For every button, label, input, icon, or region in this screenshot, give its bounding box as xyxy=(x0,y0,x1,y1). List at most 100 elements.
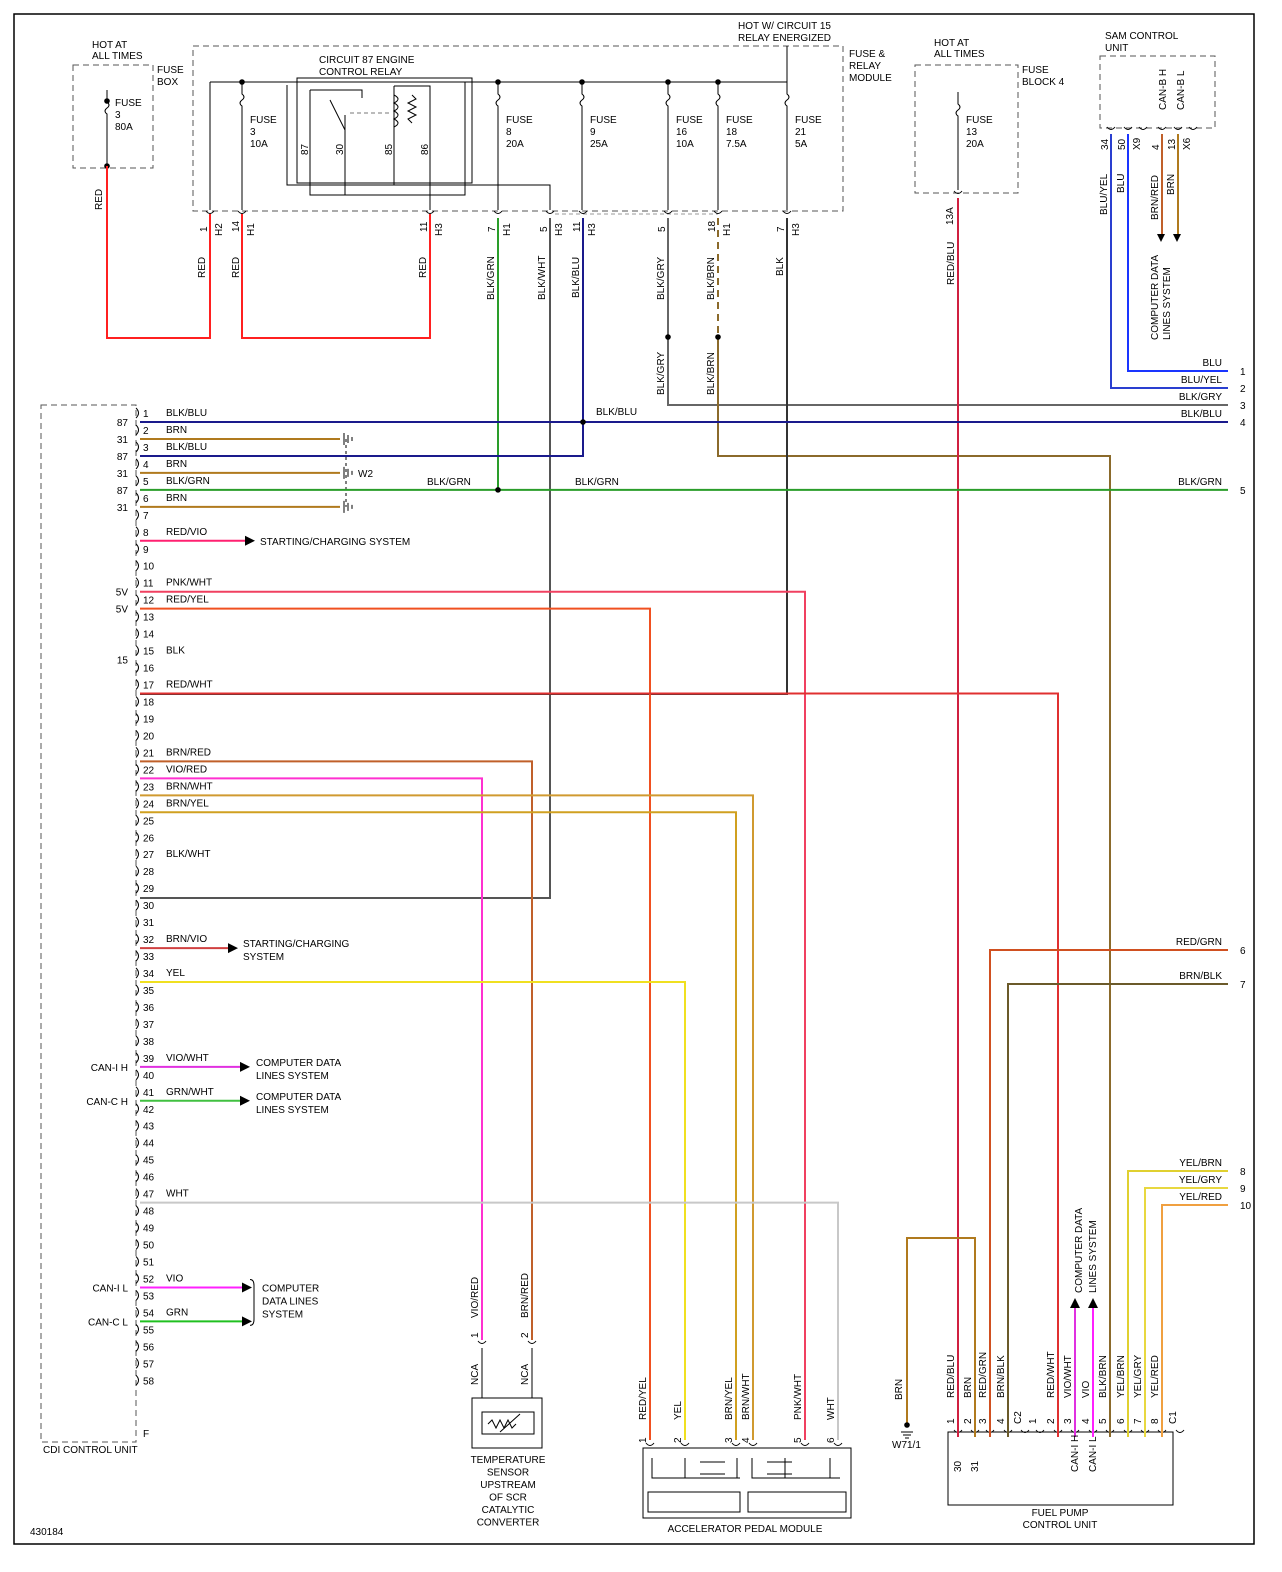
cdi-wire-label-3: BLK/BLU xyxy=(166,442,207,453)
wire-blu-yel xyxy=(1110,134,1228,389)
bus-dot xyxy=(665,79,671,85)
cdi-pin-mark-15 xyxy=(135,645,139,656)
temp-sensor-arrow xyxy=(499,1413,521,1433)
ground-symbol-2 xyxy=(343,432,353,445)
wire-label-brn-red-ts: BRN/RED xyxy=(520,1273,531,1318)
cdi-pin-function-3: 87 xyxy=(117,452,129,463)
right-connector-wire-1: BLU xyxy=(1203,358,1222,369)
arrows-fpcu-can xyxy=(1070,1298,1098,1308)
cdi-pin-mark-20 xyxy=(135,730,139,741)
splice-blk-brn xyxy=(715,334,721,340)
wire-label-blk-blu: BLK/BLU xyxy=(571,257,582,298)
wire-red-fuse3 xyxy=(106,166,211,339)
module-pin-0: 1 xyxy=(199,226,210,232)
cdi-pin-12: 12 xyxy=(143,596,155,607)
cdi-pin-mark-12 xyxy=(135,594,139,606)
accel-pin-mark-6 xyxy=(833,1442,843,1446)
fpcu-pin-13: C1 xyxy=(1168,1411,1179,1424)
sam-pin-mark-1 xyxy=(1123,126,1133,130)
module-pin-mark-4 xyxy=(545,210,555,214)
page-frame xyxy=(13,13,1255,1545)
cdi-pin-mark-51 xyxy=(135,1256,139,1267)
cdi-pin-mark-56 xyxy=(135,1340,139,1352)
sam-pin-mark-3 xyxy=(1157,126,1167,130)
accel-wire-label-2: YEL xyxy=(673,1401,684,1420)
fpcu-wire-label-7: VIO/WHT xyxy=(1063,1355,1074,1398)
right-connector-pin-8: 8 xyxy=(1240,1167,1246,1178)
cdi-pin-mark-25 xyxy=(135,814,139,826)
cdi-wire-label-23: BRN/WHT xyxy=(166,781,213,792)
module-pin-mark-3 xyxy=(493,210,503,214)
cdi-pin-11: 11 xyxy=(143,579,154,590)
cdi-pin-42: 42 xyxy=(143,1105,155,1116)
wire-pnk-wht xyxy=(140,590,806,1440)
accel-box xyxy=(642,1447,852,1519)
cdi-pin-mark-13 xyxy=(135,611,139,622)
wire-label-red-left: RED xyxy=(94,189,105,210)
bus-dot xyxy=(715,79,721,85)
fuse13-pin: 13A xyxy=(945,207,956,225)
cdi-pin-52: 52 xyxy=(143,1274,155,1285)
cdi-pin-2: 2 xyxy=(143,426,149,437)
cdi-pin-mark-22 xyxy=(135,764,139,775)
module-conn-7: H1 xyxy=(722,223,733,236)
cdi-pin-mark-7 xyxy=(135,509,139,521)
module-conn-5: H3 xyxy=(587,223,598,236)
cdi-pin-mark-29 xyxy=(135,882,139,894)
cdi-pin-mark-50 xyxy=(135,1239,139,1250)
cdi-pin-mark-53 xyxy=(135,1290,139,1301)
module-bus xyxy=(210,46,788,83)
relay-30-route xyxy=(309,160,346,196)
fpcu-wire-label-1: BRN xyxy=(963,1377,974,1398)
sam-can-b-h: CAN-B H xyxy=(1158,69,1169,110)
wire-label-vio-red: VIO/RED xyxy=(470,1277,481,1318)
wire-label-brn-w71: BRN xyxy=(894,1379,905,1400)
relay-pin-87: 87 xyxy=(300,143,311,155)
fpcu-pin-1: 2 xyxy=(963,1418,974,1424)
accel-caps xyxy=(700,1461,792,1475)
cdi-pin-mark-24 xyxy=(135,797,139,809)
wire-blk-gry-bottom xyxy=(667,337,1228,406)
right-connector-pin-10: 10 xyxy=(1240,1201,1252,1212)
cdi-pin-mark-2 xyxy=(135,424,139,436)
cdi-pin-mark-44 xyxy=(135,1137,139,1149)
cdi-pin-mark-48 xyxy=(135,1205,139,1216)
cdi-wire-label-6: BRN xyxy=(166,493,187,504)
fuse-block4-box xyxy=(914,64,1019,194)
sam-pin-0: 34 xyxy=(1100,138,1111,150)
module-conn-1: H1 xyxy=(246,223,257,236)
temp-sensor-element xyxy=(481,1411,535,1435)
right-connector-pin-5: 5 xyxy=(1240,486,1246,497)
wire-label-brn-sam: BRN xyxy=(1166,174,1177,195)
cdi-pin-mark-58 xyxy=(135,1374,139,1386)
cdi-pin-51: 51 xyxy=(143,1258,155,1269)
module-pin-2: 11 xyxy=(419,221,430,232)
temp-sensor-pin-mark-1 xyxy=(477,1340,487,1344)
bus-dot xyxy=(239,79,245,85)
wire-yel-red xyxy=(1161,1204,1228,1437)
wire-yel-brn xyxy=(1127,1170,1228,1437)
fuse-box-1 xyxy=(72,64,154,169)
cdi-pin-mark-35 xyxy=(135,984,139,996)
cdi-pin-37: 37 xyxy=(143,1020,155,1031)
fpcu-wire-label-8: VIO xyxy=(1081,1381,1092,1398)
cdi-pin-function-52: CAN-I L xyxy=(92,1283,128,1294)
cdi-pin-function-54: CAN-C L xyxy=(88,1317,128,1328)
cdi-wire-label-32: BRN/VIO xyxy=(166,934,207,945)
relay-pin-86: 86 xyxy=(420,143,431,155)
module-pin-mark-2 xyxy=(425,210,435,214)
cdi-pin-mark-10 xyxy=(135,560,139,572)
wire-label-red-h1: RED xyxy=(231,257,242,278)
cdi-pin-31: 31 xyxy=(143,918,155,929)
cdi-wire-label-2: BRN xyxy=(166,425,187,436)
cdi-pin-7: 7 xyxy=(143,511,149,522)
wire-label-red-h2: RED xyxy=(197,257,208,278)
diagram-id: 430184 xyxy=(30,1527,64,1538)
module-fuse-symbol-3 xyxy=(665,82,671,210)
